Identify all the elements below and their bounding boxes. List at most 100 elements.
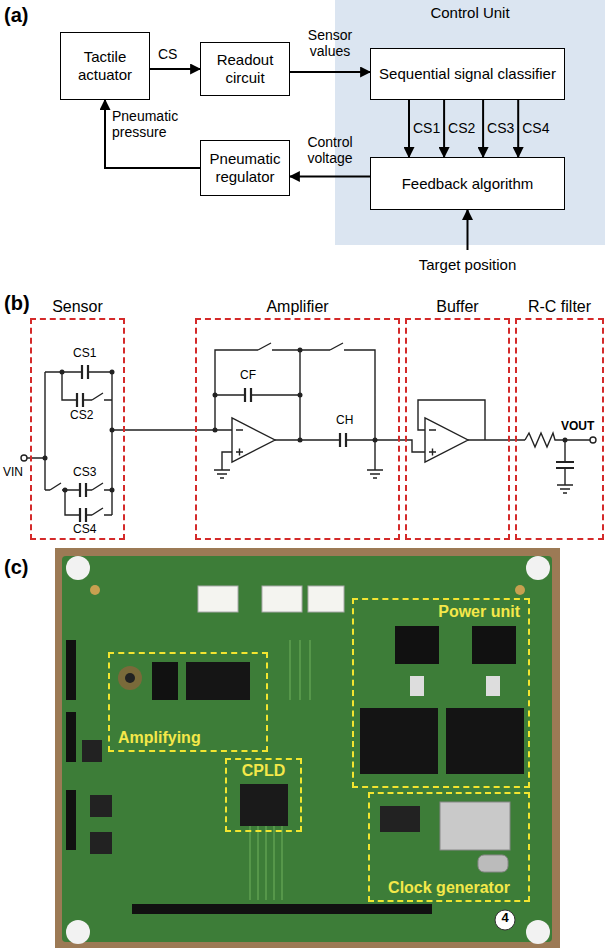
dc-converter [446,708,524,774]
signal-arrow [408,100,410,157]
box-label: Pneumatic regulator [209,150,281,186]
edge-label-holder: CS2 [448,120,475,136]
label-holder: (a) [4,4,28,27]
junction-dot [563,438,568,443]
box-label: Readout circuit [209,51,281,87]
board-section: Clock generator [368,792,530,902]
chip [186,662,250,700]
regulator [82,740,102,762]
connector [308,586,344,612]
part-label: CS2 [70,408,93,422]
part-label: CS3 [73,465,96,479]
junction-dot [110,488,115,493]
process-box: Feedback algorithm [370,157,565,210]
block-heading: Power unit [436,603,522,620]
sensor-wires [27,372,232,515]
power-jack [472,626,516,664]
signal-label: CS3 [487,120,514,136]
part-label: VIN [3,465,23,479]
connector [198,586,238,612]
signal-arrow [443,100,445,157]
power-jack [395,626,439,664]
junction-dots [43,348,568,493]
junction-dot [110,370,115,375]
chip [380,806,420,832]
junction-dot [298,348,303,353]
edge-label-holder: CS [158,46,177,62]
label-holder: CS3 [73,466,96,480]
amplifier-wires [215,350,425,470]
dc-converter [360,708,438,774]
circuit-block: Buffer [405,318,510,540]
panel-letter: (c) [4,556,28,578]
part-label: CS1 [73,346,96,360]
cpld-chip [240,784,288,826]
junction-dot [43,456,48,461]
signal-label: CS [158,46,177,62]
signal-arrow [150,68,200,70]
box-label: Feedback algorithm [402,175,534,193]
part-label: VOUT [561,419,594,433]
edge-label-holder: CS4 [522,120,549,136]
signal-arrow [105,100,200,168]
edge-label-holder: CS1 [413,120,440,136]
signal-label: CS1 [413,120,440,136]
label-holder: VIN [3,466,23,480]
input-arrow [467,210,469,250]
chip [152,662,178,700]
signal-arrow [290,176,370,178]
capacitor-symbol [556,462,574,468]
capacitor-symbol [245,388,346,447]
part-label: CF [240,368,256,382]
push-button [90,832,112,854]
signal-label: CS4 [522,120,549,136]
opamp-symbol [425,418,468,462]
block-heading: Amplifying [116,729,203,746]
signal-label: Pneumatic pressure [112,108,178,140]
label-holder: 4 [495,911,515,926]
output-terminal [590,437,596,443]
signal-label: Control voltage [307,134,352,166]
heading-holder: Clock generator [370,879,528,897]
part-label: Target position [419,256,517,273]
label-holder: CS2 [70,409,93,423]
junction-dot [60,370,65,375]
board-section: CPLD [225,758,302,832]
photo-background [55,548,560,948]
block-heading: Buffer [377,298,538,316]
mount-hole [90,585,100,595]
edge-label-holder: Sensor values [293,27,367,59]
junction-dot [213,428,218,433]
board-section: Amplifying [108,652,268,752]
process-box: Sequential signal classifier [370,48,565,100]
part-label: CS4 [73,522,96,536]
process-box: Readout circuit [200,42,290,96]
edge-label-holder: CS3 [487,120,514,136]
junction-dot [213,393,218,398]
box-label: Sequential signal classifier [379,65,556,83]
junction-dot [63,488,68,493]
block-heading: Control Unit [335,4,605,21]
slide-switch [486,676,500,696]
block-heading: Amplifier [167,298,428,316]
pin-header [66,790,76,850]
junction-dot [110,428,115,433]
pin-header [132,904,432,914]
standoff [66,556,90,580]
callout-circle [495,910,515,930]
part-label: CH [336,413,353,427]
oscillator [440,802,510,850]
signal-arrow [290,71,370,73]
heading-holder: R-C filter [487,298,610,316]
label-holder: CF [240,369,256,383]
label-holder: VOUT [561,420,594,434]
block-heading: CPLD [240,762,288,779]
label-holder: (b) [4,292,30,315]
heading-holder: Buffer [377,298,538,316]
pin-header [66,712,76,762]
resistor-symbol [525,433,590,485]
potentiometer [125,673,135,683]
connector [262,586,302,612]
label-holder: CS4 [73,523,96,537]
